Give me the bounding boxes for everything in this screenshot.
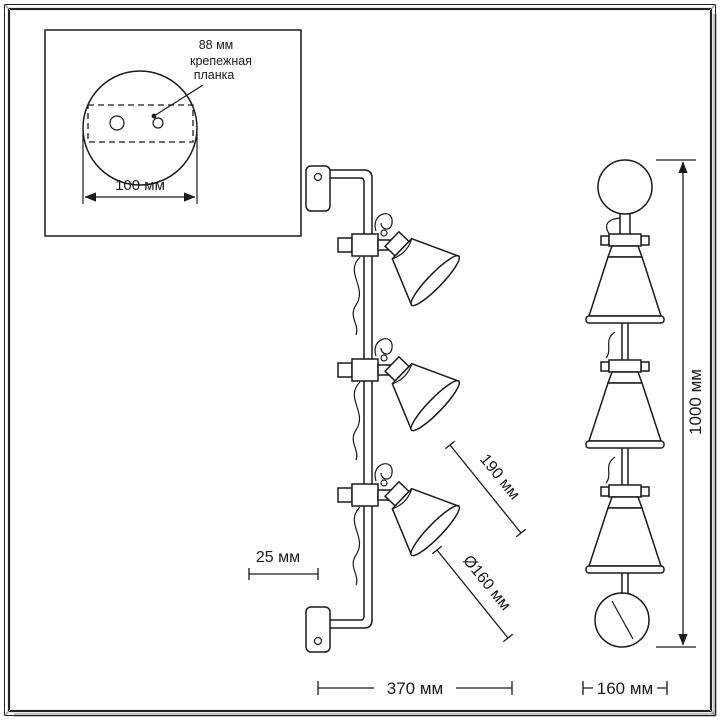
bracket-label-line1: крепежная [190, 54, 252, 68]
track-bar-outer [330, 169, 373, 629]
dim-370-label: 370 мм [387, 679, 443, 698]
dim-370: 370 мм [317, 677, 513, 698]
clamp-knob-1 [337, 237, 353, 253]
tick [502, 633, 514, 643]
bracket-tab [600, 486, 610, 497]
tick [515, 528, 527, 538]
dim-1000: 1000 мм [656, 159, 705, 648]
mounting-bracket-outline [87, 104, 194, 143]
rim [585, 565, 665, 574]
dim-25-label: 25 мм [256, 549, 300, 566]
side-shade-2 [585, 359, 665, 449]
leader-dot [151, 113, 157, 119]
label-mask [593, 677, 657, 698]
cable-1 [352, 256, 361, 336]
cable-loop-2 [374, 338, 393, 357]
wall-plate-top [305, 165, 331, 212]
mounting-plate-detail: 88 мм крепежная планка 100 мм [44, 29, 302, 237]
shade-2 [383, 355, 461, 432]
dim-160-label: 160 мм [597, 679, 653, 698]
mounting-hole-right [152, 117, 164, 129]
cable-2 [352, 381, 361, 461]
front-view: 25 мм 190 мм Ø160 мм 370 мм [248, 165, 527, 698]
adjust-screw-1 [380, 229, 388, 237]
dim-25: 25 мм [248, 549, 319, 580]
tick [444, 440, 456, 450]
cap [606, 496, 644, 509]
cap [606, 245, 644, 258]
wire [605, 456, 616, 484]
spotlight-assembly-1 [337, 213, 461, 336]
mounting-hole-left [109, 115, 125, 131]
clamp-knob-3 [337, 487, 353, 503]
canopy-circle-top [597, 159, 653, 215]
track-bar-inner [330, 177, 365, 621]
dim-line-190 [449, 444, 522, 534]
side-view: 1000 мм 160 мм [582, 159, 705, 698]
cable-3 [352, 506, 361, 586]
canopy-circle-bottom [594, 592, 650, 648]
dim-100-label: 100 мм [115, 177, 165, 194]
dim-1000-label: 1000 мм [686, 369, 705, 435]
wall-plate-bottom [305, 606, 331, 653]
dim-diameter-160: Ø160 мм [431, 545, 514, 643]
dim-190-label: 190 мм [476, 451, 523, 503]
bracket [608, 359, 642, 373]
side-shade-1 [585, 233, 665, 324]
shade-neck-line-3 [392, 488, 413, 510]
inset-border [44, 29, 302, 237]
screw-top [313, 172, 323, 182]
picture-frame [4, 4, 717, 717]
body [587, 382, 663, 442]
dim-160: 160 мм [582, 677, 668, 698]
body [587, 507, 663, 567]
bracket-tab [600, 361, 610, 372]
adjust-screw-3 [380, 479, 388, 487]
mounting-plate-circle [82, 70, 198, 186]
clamp-knob-2 [337, 362, 353, 378]
body [587, 256, 663, 317]
label-mask [374, 677, 456, 698]
dim-line-o160 [436, 549, 509, 639]
shade-1 [383, 230, 461, 307]
track-clamp-1 [351, 233, 379, 257]
cable-loop-1 [374, 213, 393, 232]
tick [431, 545, 443, 555]
bracket-leader-line [153, 84, 204, 117]
track-clamp-3 [351, 483, 379, 507]
bracket [608, 233, 642, 247]
shade-neck-line-2 [392, 363, 413, 385]
shade-neck-line-1 [392, 238, 413, 260]
spotlight-assembly-3 [337, 463, 461, 586]
adjust-screw-2 [380, 354, 388, 362]
dim-o160-label: Ø160 мм [459, 552, 513, 614]
cable-bottom [611, 600, 634, 640]
cap [606, 371, 644, 384]
bracket [608, 484, 642, 498]
cable-loop-3 [374, 463, 393, 482]
track-clamp-2 [351, 358, 379, 382]
dim-190: 190 мм [444, 440, 527, 538]
spotlight-assembly-2 [337, 338, 461, 461]
shade-3 [383, 480, 461, 557]
rim [585, 440, 665, 449]
dim-88-label: 88 мм [199, 38, 234, 52]
bracket-tab [640, 486, 650, 497]
screw-bottom [313, 636, 323, 646]
side-shade-3 [585, 484, 665, 574]
bracket-tab [600, 235, 610, 246]
bracket-tab [640, 361, 650, 372]
wire [605, 331, 616, 359]
bracket-tab [640, 235, 650, 246]
rim [585, 315, 665, 324]
bracket-label-line2: планка [194, 68, 235, 82]
